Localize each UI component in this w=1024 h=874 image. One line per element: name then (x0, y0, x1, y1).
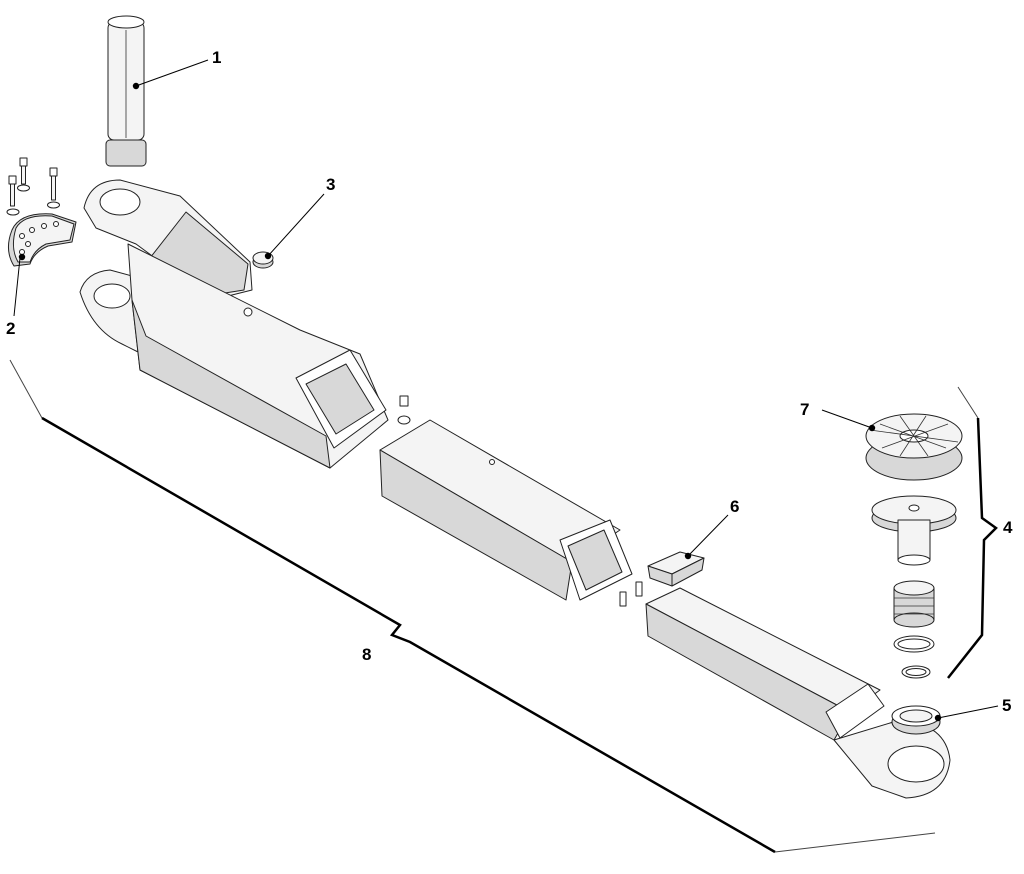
callout-4: 4 (1003, 518, 1013, 537)
plate-part (647, 551, 705, 587)
saddle-disc-part (871, 495, 957, 566)
snap-ring-part (901, 665, 931, 679)
callout-leaders (13, 59, 999, 722)
callout-1: 1 (212, 48, 221, 67)
callout-5: 5 (1002, 696, 1011, 715)
assembly-bracket-8 (9, 359, 936, 854)
ring-part (891, 705, 941, 735)
threaded-insert-part (893, 580, 935, 628)
callout-7: 7 (800, 400, 809, 419)
assembly-bracket-4 (947, 386, 998, 679)
main-arm-section (79, 179, 389, 469)
callout-6: 6 (730, 497, 739, 516)
lower-arm-section (645, 587, 951, 799)
callout-8: 8 (362, 645, 371, 664)
bolt-set (6, 157, 60, 216)
pin-part (105, 15, 147, 167)
callout-numbers: 1 2 3 4 5 6 7 8 (6, 48, 1013, 715)
callout-3: 3 (326, 175, 335, 194)
middle-extension-tube (379, 395, 643, 607)
seal-ring-part (893, 635, 935, 653)
gear-segment-part (8, 213, 77, 267)
callout-2: 2 (6, 319, 15, 338)
rubber-pad-part (865, 413, 963, 481)
